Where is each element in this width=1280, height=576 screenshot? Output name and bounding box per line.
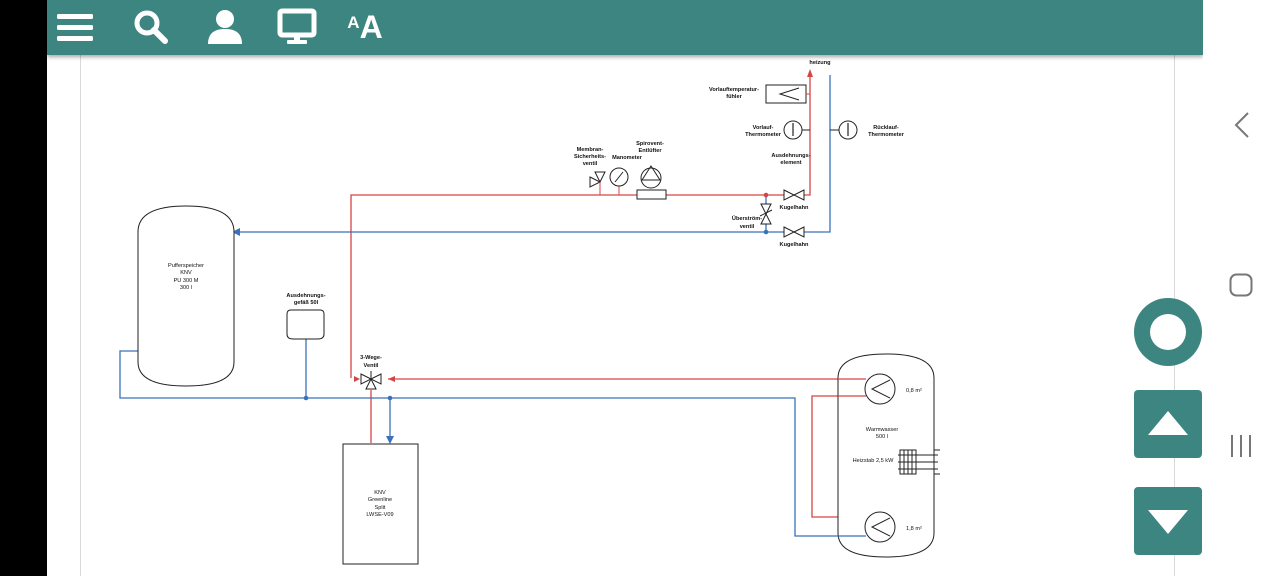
system-navigation-bar [1203, 0, 1280, 576]
ball-valve-return [783, 226, 805, 238]
heating-rod [898, 449, 940, 475]
user-button[interactable] [203, 6, 247, 48]
label-return-thermometer-1: Rücklauf- [873, 125, 899, 131]
home-icon[interactable] [1229, 273, 1253, 297]
label-expansion-element-2: element [780, 160, 801, 166]
junction-dot [387, 395, 393, 401]
label-heat-pump-1: KNV [374, 490, 386, 496]
manometer [609, 167, 629, 195]
label-area-bottom: 1,8 m² [906, 526, 922, 532]
label-return-thermometer-2: Thermometer [868, 132, 905, 138]
scroll-up-button[interactable] [1134, 390, 1202, 458]
label-overflow-valve-1: Überström- [732, 215, 762, 222]
flow-thermometer [783, 120, 810, 140]
hydraulic-diagram: heizung Vorlauftemperatur- fühler Vorlau… [119, 60, 940, 565]
flow-temp-sensor [765, 84, 810, 104]
overflow-valve [759, 203, 773, 225]
left-gutter [0, 0, 47, 576]
dhw-arrow-in [354, 376, 360, 382]
text-size-big-glyph: A [359, 8, 383, 45]
label-safety-valve-1: Membran- [577, 147, 604, 153]
label-expansion-element-1: Ausdehnungs- [771, 153, 810, 159]
label-flow-temp-sensor-2: fühler [726, 94, 742, 100]
label-heat-pump-4: LWSE-V09 [366, 512, 393, 518]
ball-valve-supply [783, 189, 805, 201]
monitor-icon [277, 8, 317, 44]
label-buffer-3: PU 300 M [174, 278, 199, 284]
label-heating-rod: Heizstab 2,5 kW [853, 458, 894, 464]
text-size-icon: AA [347, 9, 382, 46]
label-hot-water-2: 500 l [876, 434, 888, 440]
diagram-labels: heizung Vorlauftemperatur- fühler Vorlau… [168, 60, 922, 532]
label-buffer-1: Pufferspeicher [168, 263, 204, 269]
label-area-top: 0,8 m² [906, 388, 922, 394]
recent-apps-icon[interactable] [1228, 433, 1254, 459]
search-icon [134, 10, 168, 44]
arrow-down-icon [1148, 510, 1188, 534]
label-buffer-2: KNV [180, 270, 192, 276]
heat-exchanger-top [838, 373, 896, 405]
heatpump-return-arrow [386, 436, 394, 444]
label-three-way-valve-2: Ventil [364, 363, 379, 369]
label-heating: heizung [809, 60, 831, 66]
label-heat-pump-2: Greenline [368, 497, 392, 503]
text-size-small-glyph: A [347, 12, 360, 32]
menu-button[interactable] [53, 6, 97, 48]
label-air-vent-1: Spirovent- [636, 141, 664, 147]
heat-pump-unit [342, 443, 419, 565]
menu-icon [57, 14, 93, 41]
label-three-way-valve-1: 3-Wege- [360, 355, 382, 361]
text-size-button[interactable]: AA [343, 6, 387, 48]
monitor-button[interactable] [275, 6, 319, 48]
back-icon[interactable] [1230, 110, 1254, 140]
label-ball-valve-supply: Kugelhahn [780, 205, 809, 211]
return-arrow-head [232, 228, 240, 236]
label-manometer: Manometer [612, 155, 643, 161]
return-thermometer [830, 120, 858, 140]
label-safety-valve-3: ventil [583, 161, 598, 167]
supply-pipes [350, 75, 866, 518]
heat-exchanger-bottom [838, 511, 896, 543]
expansion-vessel [286, 309, 325, 340]
junction-dot [303, 395, 309, 401]
label-expansion-vessel-2: gefäß 50l [294, 300, 319, 306]
document-viewer[interactable]: AA [47, 0, 1203, 576]
top-toolbar: AA [47, 0, 1203, 55]
label-overflow-valve-2: ventil [740, 224, 755, 230]
label-expansion-vessel-1: Ausdehnungs- [286, 293, 325, 299]
label-buffer-4: 300 l [180, 285, 192, 291]
label-flow-thermometer-2: Thermometer [745, 132, 782, 138]
label-safety-valve-2: Sicherheits- [574, 154, 606, 160]
air-vent [636, 165, 667, 200]
dhw-arrow [388, 376, 395, 382]
hot-water-tank [837, 353, 935, 558]
label-flow-temp-sensor-1: Vorlauftemperatur- [709, 87, 759, 93]
record-button[interactable] [1134, 298, 1202, 366]
supply-arrow-head [807, 69, 813, 77]
label-ball-valve-return: Kugelhahn [780, 242, 809, 248]
junction-dot [763, 192, 769, 198]
scroll-down-button[interactable] [1134, 487, 1202, 555]
buffer-tank [137, 205, 235, 387]
label-hot-water-1: Warmwasser [866, 427, 899, 433]
label-air-vent-2: Entlüfter [639, 148, 663, 154]
search-button[interactable] [129, 6, 173, 48]
junction-dot [763, 229, 769, 235]
arrow-up-icon [1148, 411, 1188, 435]
safety-valve [589, 171, 606, 195]
label-flow-thermometer-1: Vorlauf- [753, 125, 774, 131]
user-icon [208, 10, 242, 44]
three-way-valve [360, 371, 382, 390]
label-heat-pump-3: Split [375, 505, 386, 511]
